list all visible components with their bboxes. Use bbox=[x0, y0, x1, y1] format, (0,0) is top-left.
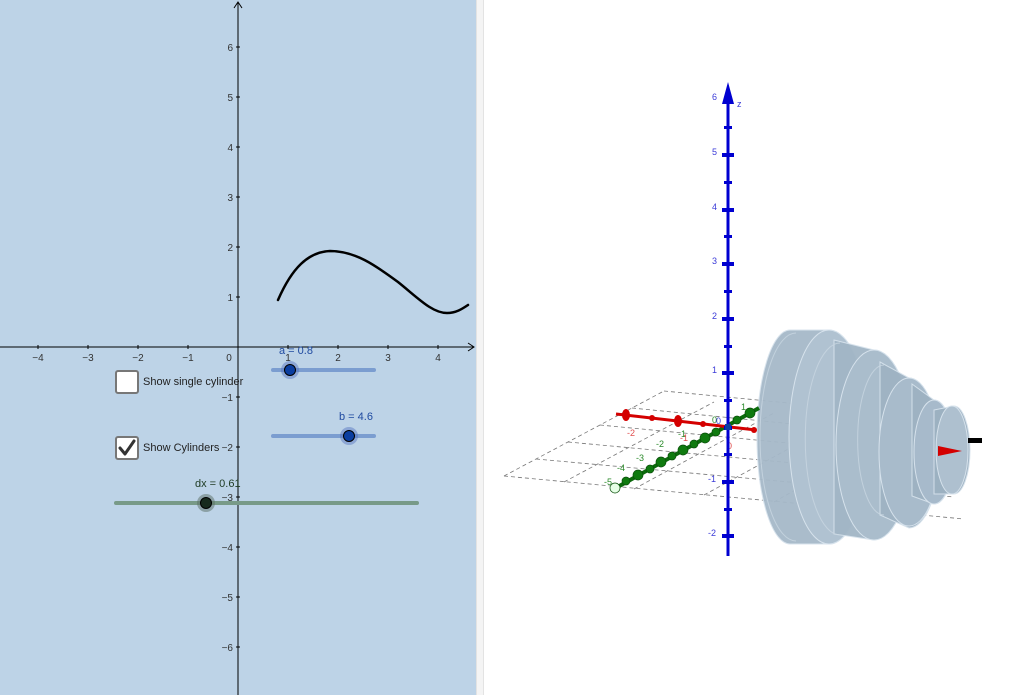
svg-text:-1: -1 bbox=[678, 429, 686, 439]
svg-text:−2: −2 bbox=[132, 353, 144, 364]
show-cylinders-checkbox-row[interactable]: Show Cylinders bbox=[115, 436, 219, 460]
graphics-view-2d[interactable]: −4 −3 −2 −1 0 1 2 3 4 1 2 3 4 5 6 −1 bbox=[0, 0, 476, 695]
show-cylinders-label: Show Cylinders bbox=[143, 442, 220, 454]
svg-text:−3: −3 bbox=[222, 493, 234, 504]
x-axis-3d: -2 -1 0 bbox=[615, 409, 982, 456]
svg-text:6: 6 bbox=[712, 92, 717, 102]
svg-text:−4: −4 bbox=[32, 353, 44, 364]
graph-2d-canvas[interactable]: −4 −3 −2 −1 0 1 2 3 4 1 2 3 4 5 6 −1 bbox=[0, 0, 476, 695]
svg-text:3: 3 bbox=[712, 256, 717, 266]
origin-point bbox=[725, 424, 731, 430]
svg-text:1: 1 bbox=[712, 365, 717, 375]
graphics-view-3d[interactable]: -5 -4 -3 -2 -1 0 1 -2 -1 bbox=[484, 0, 1024, 695]
svg-text:0: 0 bbox=[712, 415, 717, 425]
show-single-cylinder-checkbox[interactable] bbox=[115, 370, 139, 394]
show-cylinders-checkbox[interactable] bbox=[115, 436, 139, 460]
svg-text:−5: −5 bbox=[222, 593, 234, 604]
checkmark-icon bbox=[118, 439, 136, 456]
x-axis-ticks bbox=[37, 345, 439, 349]
show-single-cylinder-label: Show single cylinder bbox=[143, 376, 244, 388]
slider-a-thumb[interactable] bbox=[284, 364, 296, 376]
svg-text:6: 6 bbox=[227, 43, 233, 54]
svg-text:2: 2 bbox=[227, 243, 233, 254]
y-axis-tick-labels: 1 2 3 4 5 6 −1 −2 −3 −4 −5 −6 bbox=[222, 43, 234, 654]
svg-text:0: 0 bbox=[716, 416, 721, 426]
svg-text:−3: −3 bbox=[82, 353, 94, 364]
svg-text:1: 1 bbox=[741, 402, 746, 412]
view-divider[interactable] bbox=[476, 0, 484, 695]
svg-text:5: 5 bbox=[227, 93, 233, 104]
x-axis-tick-labels: −4 −3 −2 −1 0 1 2 3 4 bbox=[32, 353, 441, 364]
slider-dx-thumb[interactable] bbox=[200, 497, 212, 509]
y-axis-ticks bbox=[236, 46, 240, 648]
y-axis-arrow-icon bbox=[233, 1, 243, 9]
svg-text:3: 3 bbox=[227, 193, 233, 204]
x-axis-arrow-icon bbox=[467, 342, 475, 352]
slider-b-thumb[interactable] bbox=[343, 430, 355, 442]
slider-a-label: a = 0.8 bbox=[279, 345, 313, 357]
z-axis-3d: 6 5 4 3 2 1 0 -1 -2 z bbox=[708, 82, 742, 556]
svg-text:-2: -2 bbox=[708, 528, 716, 538]
svg-text:-1: -1 bbox=[708, 474, 716, 484]
x-axis-end-marker bbox=[968, 438, 982, 443]
slider-a-track[interactable] bbox=[271, 368, 376, 372]
show-single-cylinder-checkbox-row[interactable]: Show single cylinder bbox=[115, 370, 243, 394]
svg-text:0: 0 bbox=[727, 441, 732, 451]
x-axis-arrow-icon bbox=[938, 446, 962, 456]
svg-text:-2: -2 bbox=[627, 428, 635, 438]
svg-text:0: 0 bbox=[226, 353, 232, 364]
svg-text:−4: −4 bbox=[222, 543, 234, 554]
slider-dx-label: dx = 0.61 bbox=[195, 478, 241, 490]
svg-text:2: 2 bbox=[335, 353, 341, 364]
svg-text:−1: −1 bbox=[182, 353, 194, 364]
svg-text:2: 2 bbox=[712, 311, 717, 321]
svg-text:4: 4 bbox=[712, 202, 717, 212]
svg-text:4: 4 bbox=[435, 353, 441, 364]
svg-text:−6: −6 bbox=[222, 643, 234, 654]
slider-dx-track[interactable] bbox=[114, 501, 419, 505]
svg-text:-5: -5 bbox=[604, 477, 612, 487]
function-curve[interactable] bbox=[276, 249, 470, 315]
svg-text:−1: −1 bbox=[222, 393, 234, 404]
svg-text:1: 1 bbox=[285, 353, 291, 364]
cylinders-solid[interactable] bbox=[756, 329, 971, 545]
z-axis-arrow-icon bbox=[722, 82, 734, 104]
svg-text:-3: -3 bbox=[636, 453, 644, 463]
svg-text:4: 4 bbox=[227, 143, 233, 154]
slider-b-track[interactable] bbox=[271, 434, 376, 438]
graph-3d-canvas[interactable]: -5 -4 -3 -2 -1 0 1 -2 -1 bbox=[484, 0, 1024, 695]
svg-text:5: 5 bbox=[712, 147, 717, 157]
svg-text:-4: -4 bbox=[617, 463, 625, 473]
svg-text:-2: -2 bbox=[656, 439, 664, 449]
svg-text:-1: -1 bbox=[680, 433, 688, 443]
svg-text:1: 1 bbox=[227, 293, 233, 304]
svg-text:−2: −2 bbox=[222, 443, 234, 454]
z-axis-label: z bbox=[737, 99, 742, 109]
svg-text:3: 3 bbox=[385, 353, 391, 364]
y-axis-3d: -5 -4 -3 -2 -1 0 1 bbox=[604, 402, 760, 494]
slider-b-label: b = 4.6 bbox=[339, 411, 373, 423]
